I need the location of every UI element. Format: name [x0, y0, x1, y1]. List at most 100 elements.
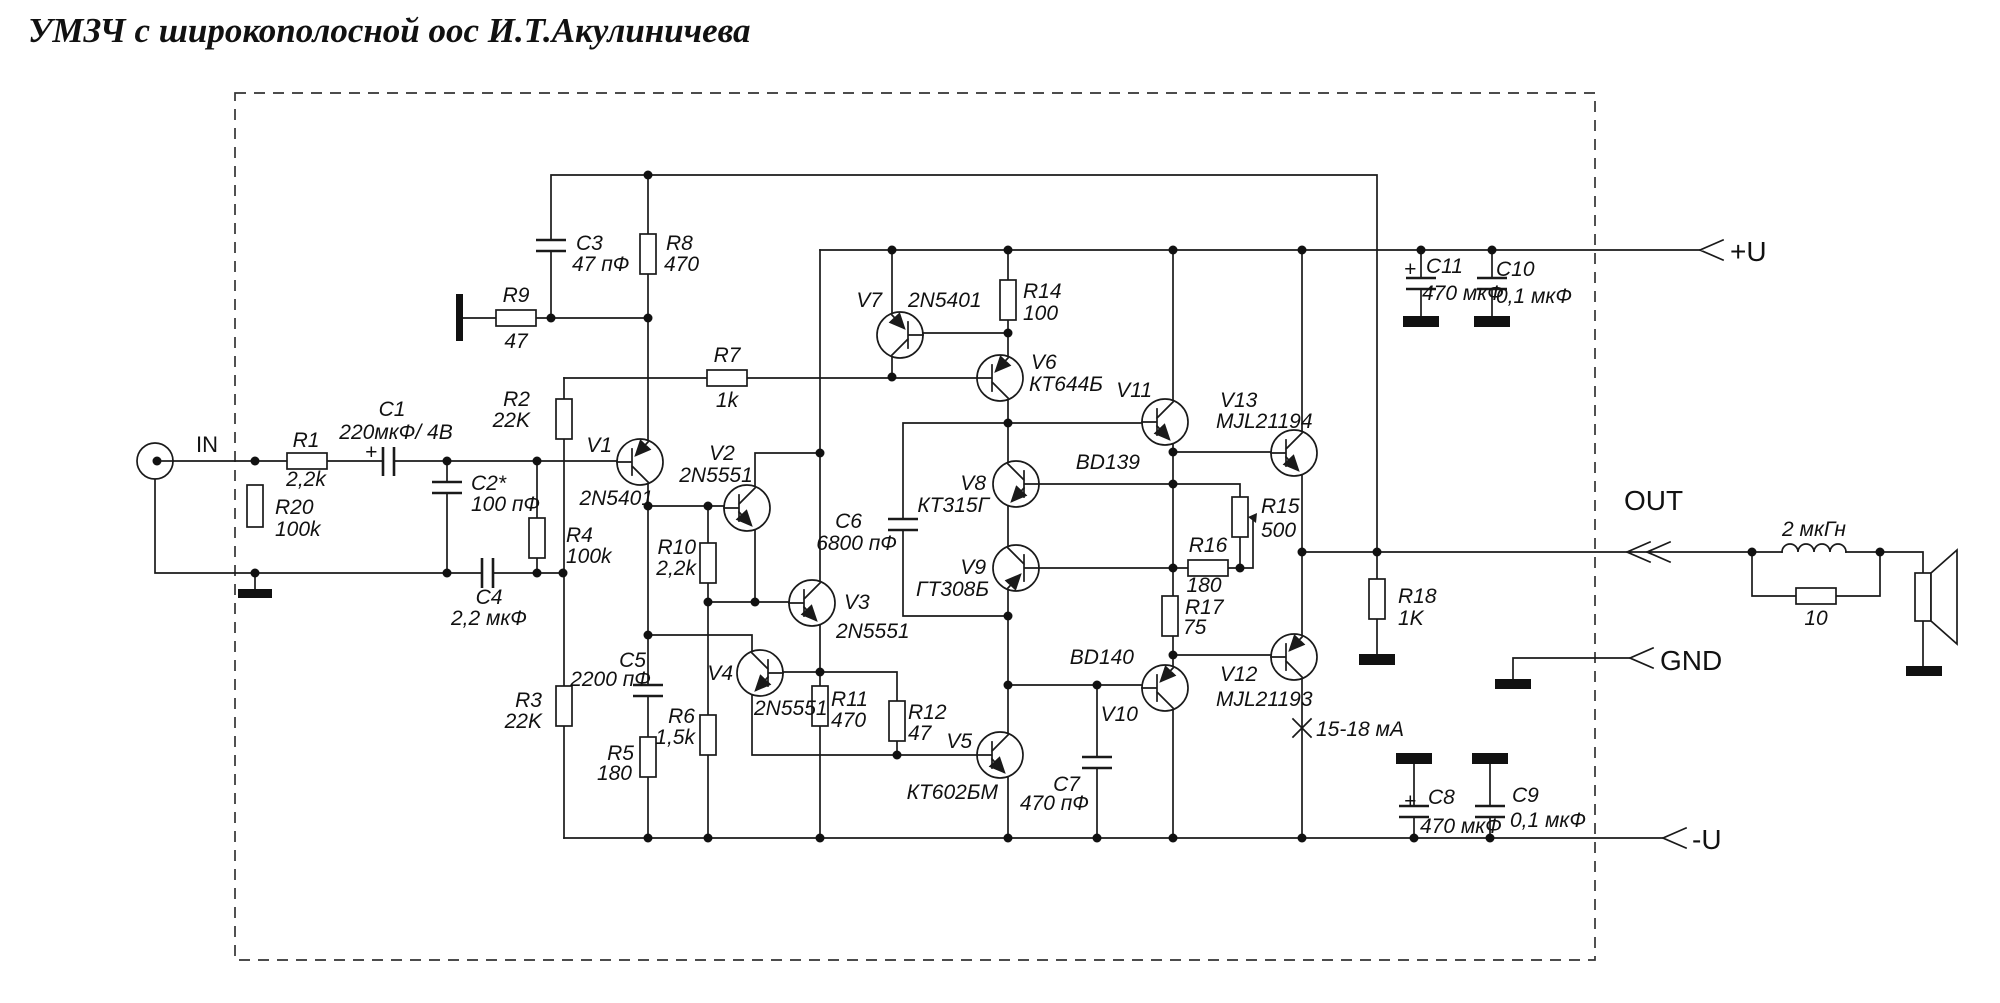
resistor-R7-ref: R7 — [714, 344, 742, 367]
resistor-R1-ref: R1 — [293, 429, 320, 452]
resistor-R18-body — [1368, 578, 1386, 620]
transistor-V9 — [992, 544, 1040, 592]
resistor-R1-body — [286, 452, 328, 470]
transistor-V4-ref: V4 — [707, 662, 733, 685]
transistor-V8-part: КТ315Г — [917, 494, 990, 517]
resistor-R3-value: 22K — [504, 710, 543, 733]
resistor-R15-value: 500 — [1261, 519, 1296, 542]
resistor-R5-body — [639, 736, 657, 778]
terminal-gnd-label: GND — [1660, 645, 1722, 676]
output-resistor-body — [1795, 587, 1837, 605]
terminal-plus-u-label: +U — [1730, 236, 1767, 267]
transistor-V13 — [1270, 429, 1318, 477]
transistor-V1 — [616, 438, 664, 486]
resistor-bodies — [246, 233, 1837, 778]
capacitor-C9-ref: C9 — [1512, 784, 1539, 807]
resistor-R20-ref: R20 — [275, 496, 314, 519]
capacitor-C3-ref: C3 — [576, 232, 603, 255]
ground-icon — [1472, 753, 1508, 764]
ground-icon — [1474, 316, 1510, 327]
resistor-R15-ref: R15 — [1261, 495, 1300, 518]
capacitor-C6-value: 6800 пФ — [816, 532, 897, 555]
resistor-R16-ref: R16 — [1189, 534, 1228, 557]
resistor-R5-value: 180 — [597, 762, 632, 785]
capacitor-C8-ref: C8 — [1428, 786, 1455, 809]
capacitor-C7-ref: C7 — [1053, 773, 1081, 796]
transistor-V13-part: MJL21194 — [1216, 410, 1313, 433]
resistor-R12-ref: R12 — [908, 701, 947, 724]
transistor-V11-part: BD139 — [1076, 451, 1141, 474]
resistor-R4-value: 100k — [566, 545, 613, 568]
capacitor-C8-value: 470 мкФ — [1420, 815, 1502, 838]
output-resistor-value: 10 — [1804, 607, 1828, 630]
transistor-V7 — [876, 311, 924, 359]
resistor-R1-value: 2,2k — [285, 468, 327, 491]
capacitor-C9-value: 0,1 мкФ — [1510, 809, 1586, 832]
transistor-V3-ref: V3 — [844, 591, 870, 614]
resistor-R16-value: 180 — [1186, 574, 1221, 597]
resistor-R17-body — [1161, 595, 1179, 637]
resistor-R14-body — [999, 279, 1017, 321]
transistor-V8-ref: V8 — [960, 472, 986, 495]
capacitor-C11-value: 470 мкФ — [1422, 282, 1504, 305]
resistor-R17-value: 75 — [1183, 616, 1207, 639]
capacitor-C5-ref: C5 — [619, 649, 646, 672]
capacitor-C2-value: 100 пФ — [471, 493, 540, 516]
resistor-R8-value: 470 — [664, 253, 699, 276]
ground-symbols — [238, 294, 1942, 764]
resistor-R2-ref: R2 — [503, 388, 530, 411]
resistor-R8-body — [639, 233, 657, 275]
bias-current-note: 15-18 мА — [1316, 718, 1404, 741]
resistor-R12-value: 47 — [908, 722, 933, 745]
capacitor-C1-ref: C1 — [379, 398, 406, 421]
terminal-out-label: OUT — [1624, 485, 1683, 516]
transistors — [616, 311, 1318, 779]
terminal-in-label: IN — [196, 432, 218, 457]
transistor-V5-ref: V5 — [946, 730, 972, 753]
transistor-V2-part: 2N5551 — [678, 464, 753, 487]
wire-network — [154, 174, 1924, 850]
resistor-R11-body — [811, 685, 829, 727]
input-connector-icon — [136, 442, 174, 480]
schematic-title: УМЗЧ с широкополосной оос И.Т.Акулиничев… — [28, 11, 751, 50]
transistor-V3-part: 2N5551 — [835, 620, 910, 643]
transistor-V10-part: BD140 — [1070, 646, 1135, 669]
resistor-R8-ref: R8 — [666, 232, 693, 255]
circuit-boundary — [234, 92, 1596, 961]
transistor-V12 — [1270, 633, 1318, 681]
transistor-V12-ref: V12 — [1220, 663, 1258, 686]
transistor-V1-part: 2N5401 — [578, 487, 653, 510]
capacitor-C7-value: 470 пФ — [1020, 792, 1089, 815]
transistor-V5 — [976, 731, 1024, 779]
resistor-R10-body — [699, 542, 717, 584]
capacitor-C10-value: 0,1 мкФ — [1496, 285, 1572, 308]
resistor-R16-body — [1187, 559, 1229, 577]
transistor-V7-ref: V7 — [856, 289, 883, 312]
capacitor-C4-value: 2,2 мкФ — [450, 607, 527, 630]
transistor-V6 — [976, 354, 1024, 402]
transistor-V6-part: КТ644Б — [1029, 373, 1103, 396]
resistor-R6-value: 1,5k — [655, 726, 696, 749]
capacitor-C2-ref: C2* — [471, 472, 507, 495]
resistor-R9-value: 47 — [504, 330, 529, 353]
transistor-V3 — [788, 579, 836, 627]
resistor-R4-body — [528, 517, 546, 559]
terminal-minus-u-label: -U — [1692, 824, 1722, 855]
transistor-V7-part: 2N5401 — [907, 289, 982, 312]
transistor-V10 — [1141, 664, 1189, 712]
resistor-R11-value: 470 — [831, 709, 866, 732]
transistor-V9-part: ГТ308Б — [916, 578, 989, 601]
transistor-V1-ref: V1 — [586, 434, 612, 457]
resistor-R17-ref: R17 — [1185, 596, 1225, 619]
ground-icon — [1906, 666, 1942, 676]
resistor-R7-value: 1k — [716, 389, 740, 412]
resistor-R12-body — [888, 700, 906, 742]
capacitor-C10-ref: C10 — [1496, 258, 1535, 281]
ground-icon — [1396, 753, 1432, 764]
output-inductor-value: 2 мкГн — [1781, 518, 1846, 541]
speaker-icon — [1914, 548, 1958, 646]
resistor-R6-ref: R6 — [668, 705, 695, 728]
transistor-V2 — [723, 484, 771, 532]
transistor-V8 — [992, 460, 1040, 508]
